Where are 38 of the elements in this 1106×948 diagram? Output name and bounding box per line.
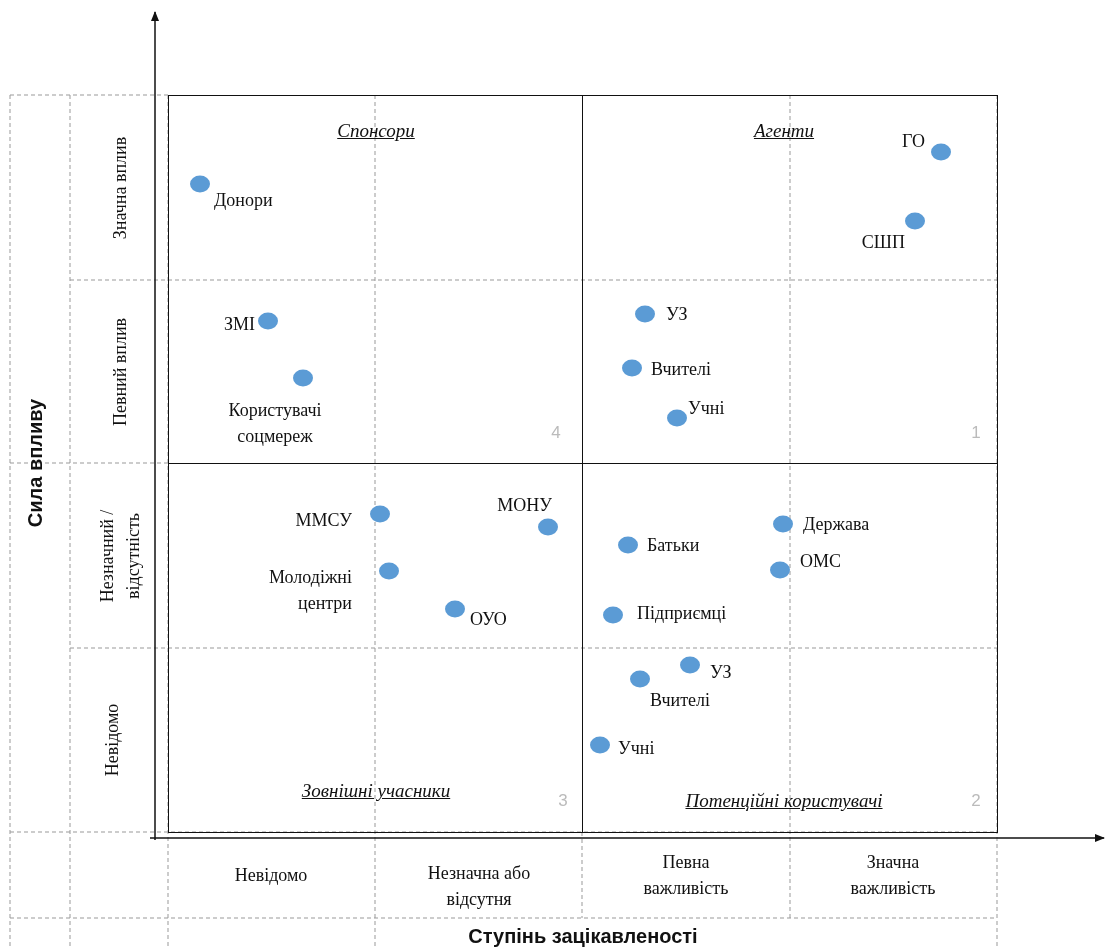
point-label: МОНУ [497, 494, 552, 517]
quadrant-number: 2 [971, 791, 981, 811]
point-label: ММСУ [295, 509, 352, 532]
axis-title: Ступінь зацікавленості [468, 924, 698, 948]
category-label: Значна вплив [109, 136, 131, 240]
point-label: Учні [618, 737, 655, 760]
point-label: Держава [803, 513, 870, 536]
axis-title: Сила впливу [23, 398, 47, 528]
quadrant-number: 1 [971, 423, 981, 443]
category-label: Незначний / відсутність [96, 508, 144, 605]
point-label: ОМС [800, 550, 841, 573]
category-label: Невідомо [234, 864, 308, 887]
category-label: Невідомо [101, 703, 123, 777]
category-label: Незначна або відсутня [426, 862, 532, 911]
point-label: Користувачі соцмереж [227, 399, 323, 448]
quadrant-title: Агенти [753, 120, 815, 142]
point-label: СШП [861, 231, 905, 254]
point-label: Підприємці [637, 602, 727, 625]
point-label: Учні [688, 397, 725, 420]
point-label: Молодіжні центри [268, 566, 352, 615]
category-label: Певний вплив [109, 317, 131, 427]
quadrant-number: 4 [551, 423, 561, 443]
category-label: Значна важливість [849, 851, 937, 900]
quadrant-box [582, 463, 998, 833]
category-label: Певна важливість [642, 851, 730, 900]
point-label: УЗ [710, 661, 732, 684]
point-label: Донори [214, 189, 273, 212]
quadrant-title: Потенційні користувачі [685, 790, 883, 812]
point-label: ГО [902, 130, 925, 153]
point-label: Батьки [647, 534, 700, 557]
point-label: Вчителі [649, 689, 711, 712]
quadrant-number: 3 [558, 791, 568, 811]
point-label: ОУО [470, 608, 507, 631]
point-label: Вчителі [651, 358, 712, 381]
quadrant-title: Зовнішні учасники [301, 780, 451, 802]
point-label: УЗ [666, 303, 688, 326]
quadrant-title: Спонсори [337, 120, 415, 142]
point-label: ЗМІ [223, 313, 255, 336]
